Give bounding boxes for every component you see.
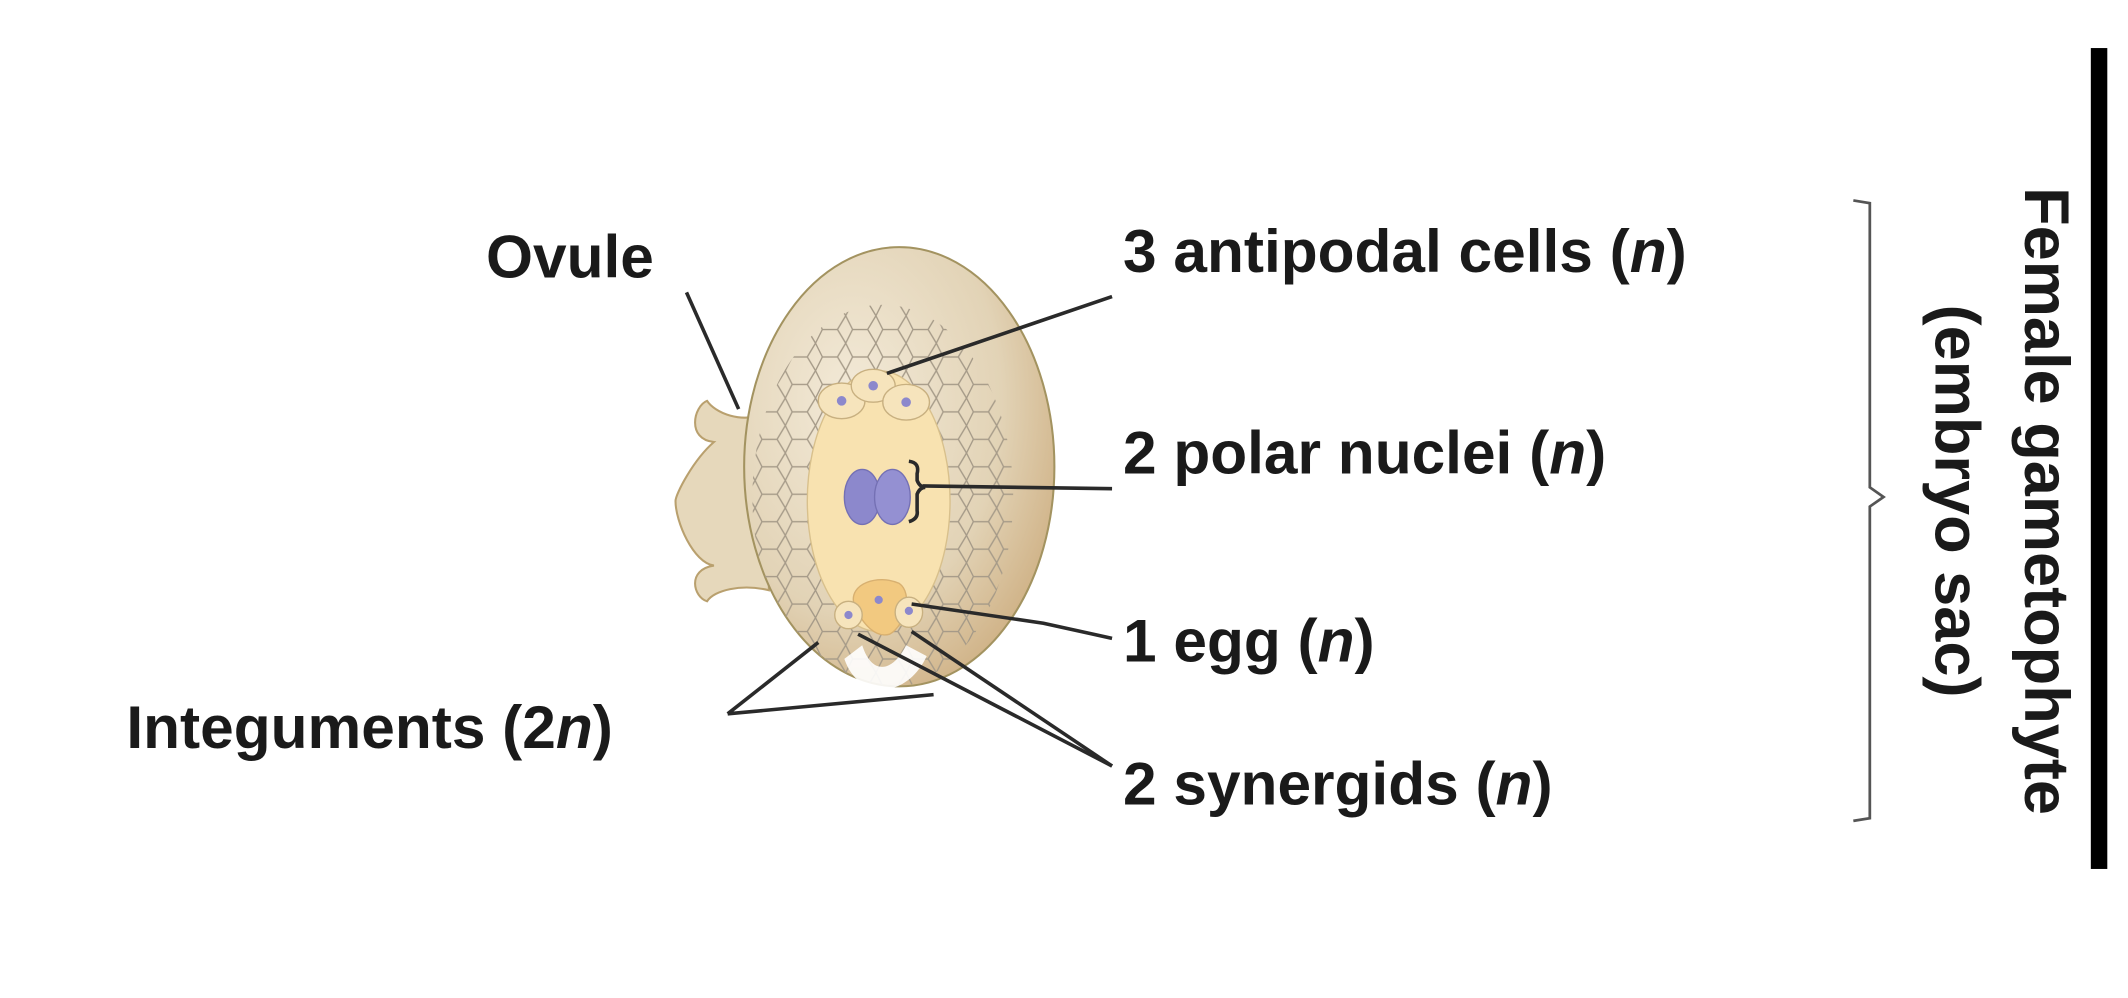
egg-nucleus	[874, 595, 883, 605]
synergid-leader-line	[857, 632, 1113, 768]
label-integuments: Integuments (2n)	[126, 693, 613, 761]
label-synergids: 2 synergids (n)	[1123, 749, 1553, 817]
gametophyte-bracket	[1853, 199, 1886, 823]
black-side-bar	[2090, 48, 2108, 869]
synergid-nucleus	[904, 606, 913, 615]
integument-leader-line	[726, 641, 820, 716]
integument-leader-line	[727, 692, 934, 716]
ovule-leader-line	[684, 291, 741, 410]
label-ovule: Ovule	[486, 222, 654, 290]
synergid-leader-line	[910, 629, 1114, 768]
antipodal-nucleus	[836, 396, 847, 406]
micropyle-notch	[844, 645, 927, 690]
label-antipodal-cells: 3 antipodal cells (n)	[1123, 217, 1687, 285]
ovule-drawing	[674, 246, 1056, 690]
label-embryo-sac: (embryo sac)	[1922, 305, 1992, 698]
label-female-gametophyte: Female gametophyte	[2011, 187, 2081, 815]
antipodal-leader-line	[886, 294, 1113, 376]
polar-leader-line	[922, 484, 1113, 491]
label-egg: 1 egg (n)	[1123, 607, 1375, 675]
antipodal-nucleus	[901, 397, 911, 408]
label-polar-nuclei: 2 polar nuclei (n)	[1123, 419, 1606, 487]
egg-leader-line	[911, 602, 1113, 641]
polar-nucleus	[873, 468, 911, 526]
synergid-nucleus	[844, 610, 853, 620]
antipodal-nucleus	[868, 380, 878, 391]
